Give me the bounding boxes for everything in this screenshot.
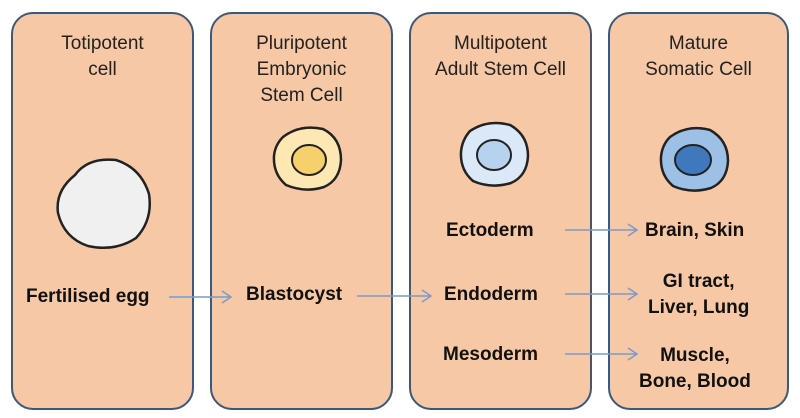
label-endoderm: Endoderm	[444, 284, 538, 305]
adult-stem-cell-nucleus	[476, 139, 512, 171]
label-mesoderm: Mesoderm	[443, 344, 539, 365]
fertilised-egg-cell	[56, 158, 151, 249]
panel-title-multipotent: Multipotent Adult Stem Cell	[411, 31, 590, 83]
arrowhead	[627, 223, 639, 237]
panel-multipotent: Multipotent Adult Stem Cell	[409, 12, 592, 410]
title-line: cell	[88, 59, 117, 80]
panel-title-pluripotent: Pluripotent Embryonic Stem Cell	[212, 31, 391, 109]
label-muscle-bone-blood: Muscle, Bone, Blood	[639, 343, 751, 395]
somatic-cell-nucleus	[674, 144, 712, 176]
label-brain-skin: Brain, Skin	[645, 220, 745, 241]
panel-mature: Mature Somatic Cell	[608, 12, 789, 410]
title-line: Embryonic	[256, 59, 347, 80]
label-line: Liver, Lung	[648, 297, 750, 318]
label-fertilised-egg: Fertilised egg	[26, 286, 150, 307]
label-ectoderm: Ectoderm	[446, 220, 534, 241]
label-blastocyst: Blastocyst	[246, 284, 343, 305]
title-line: Adult Stem Cell	[435, 59, 566, 80]
arrowhead	[421, 289, 433, 303]
title-line: Pluripotent	[256, 33, 347, 54]
panel-title-totipotent: Totipotent cell	[13, 31, 192, 83]
label-line: GI tract,	[662, 271, 735, 292]
panel-title-mature: Mature Somatic Cell	[610, 31, 787, 83]
label-line: Bone, Blood	[639, 371, 751, 392]
title-line: Stem Cell	[260, 85, 343, 106]
arrowhead	[627, 287, 639, 301]
embryonic-stem-cell-nucleus	[291, 144, 327, 176]
title-line: Somatic Cell	[645, 59, 752, 80]
arrowhead	[627, 347, 639, 361]
label-gi-tract: GI tract, Liver, Lung	[648, 269, 749, 321]
panel-pluripotent: Pluripotent Embryonic Stem Cell	[210, 12, 393, 410]
title-line: Mature	[668, 33, 729, 54]
label-line: Muscle,	[660, 345, 730, 366]
title-line: Totipotent	[61, 33, 144, 54]
arrowhead	[221, 290, 233, 304]
title-line: Multipotent	[454, 33, 547, 54]
